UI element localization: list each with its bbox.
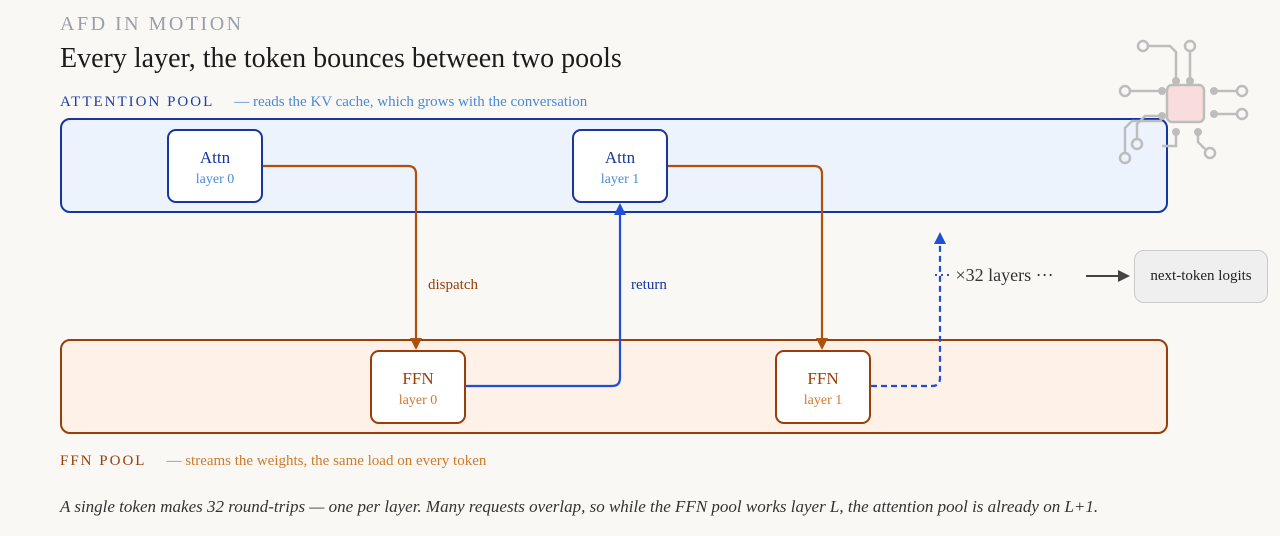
repeat-trailing-dots: ··· [1035, 265, 1054, 285]
page-title: Every layer, the token bounces between t… [60, 43, 622, 74]
node-layer: layer 1 [600, 172, 640, 187]
node-layer: layer 1 [803, 393, 843, 408]
ffn-layer-0-node: FFN layer 0 [370, 350, 466, 424]
node-layer: layer 0 [398, 393, 438, 408]
node-title: FFN [807, 369, 839, 388]
dispatch-label: dispatch [428, 277, 478, 293]
caption: A single token makes 32 round-trips — on… [60, 497, 1099, 516]
next-token-logits-box: next-token logits [1134, 250, 1268, 303]
ffn-layer-1-node: FFN layer 1 [775, 350, 871, 424]
ffn-pool-name: FFN POOL [60, 453, 147, 469]
repeat-text: ×32 layers [955, 265, 1032, 285]
return-label: return [631, 277, 667, 293]
chip-icon [1118, 39, 1249, 165]
attention-pool-description: — reads the KV cache, which grows with t… [234, 94, 588, 110]
ffn-pool-description: — streams the weights, the same load on … [166, 453, 487, 469]
node-layer: layer 0 [195, 172, 235, 187]
ffn-pool-label: FFN POOL — streams the weights, the same… [60, 452, 486, 470]
repeat-leading-dots: ··· [933, 265, 951, 285]
attention-pool-name: ATTENTION POOL [60, 94, 215, 110]
dispatch-arrow-1 [668, 164, 828, 350]
attn-layer-1-node: Attn layer 1 [572, 129, 668, 203]
return-arrow-dashed [871, 232, 946, 388]
attn-layer-0-node: Attn layer 0 [167, 129, 263, 203]
eyebrow: AFD IN MOTION [60, 13, 244, 35]
node-title: Attn [199, 148, 231, 167]
attention-pool-label: ATTENTION POOL — reads the KV cache, whi… [60, 93, 587, 111]
dispatch-arrow-0 [263, 164, 422, 350]
repeat-label: ··· ×32 layers ··· [933, 265, 1054, 286]
node-title: Attn [604, 148, 636, 167]
node-title: FFN [402, 369, 434, 388]
return-arrow-0 [466, 203, 626, 388]
